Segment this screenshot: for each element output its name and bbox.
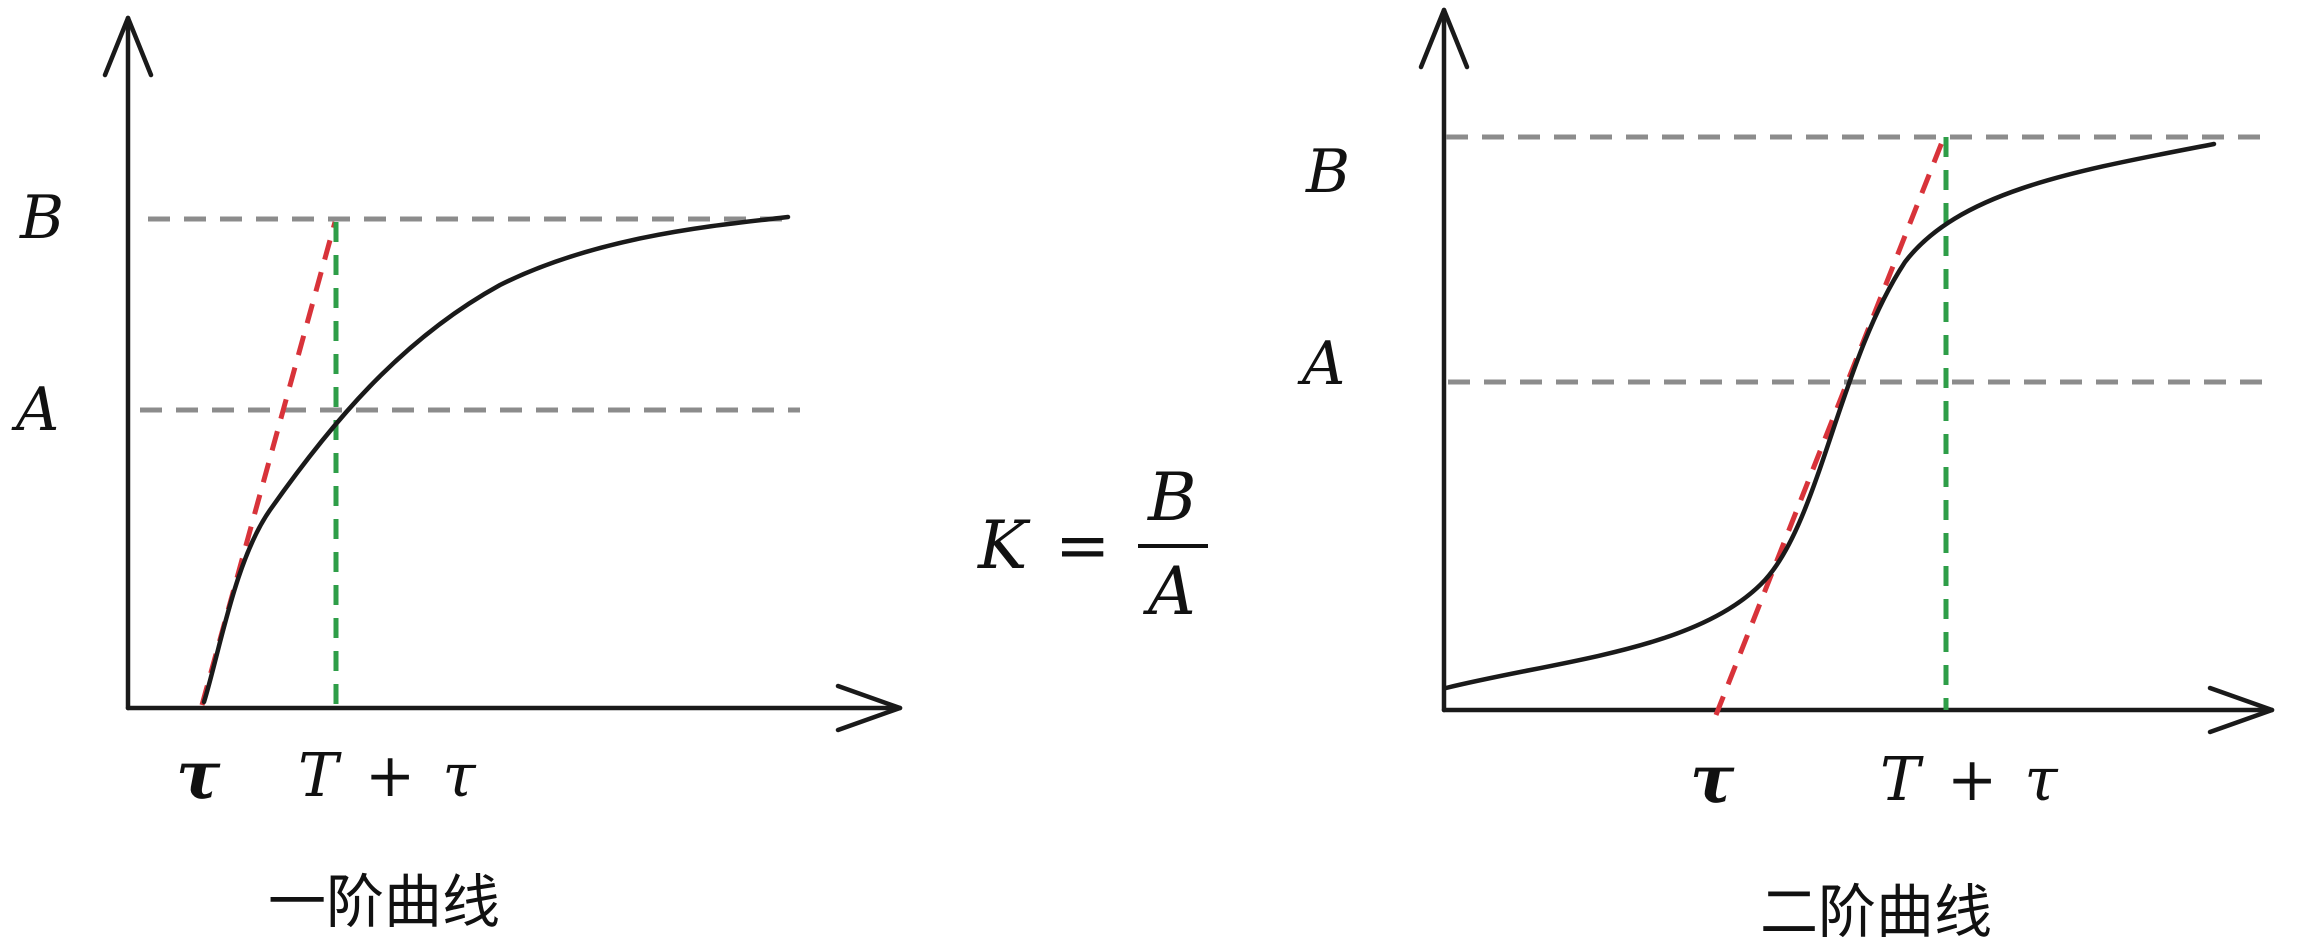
first-order-panel: B A τ T + τ 一阶曲线 [11,15,903,936]
right-tick-T-plus-tau: T + τ [1880,745,2058,815]
gain-formula: K = B A [977,459,1208,630]
formula-numerator-B: B [1147,459,1197,536]
right-tick-tau: τ [1690,740,1735,818]
formula-K: K [977,507,1031,584]
right-x-axis-arrow [2207,685,2275,735]
right-label-A: A [1297,329,1345,399]
right-y-axis-arrow [1418,7,1470,70]
right-tangent-line [1713,136,1947,716]
formula-denominator-A: A [1142,553,1196,630]
second-order-panel: B A τ T + τ 二阶曲线 [1297,7,2275,942]
right-label-B: B [1305,137,1350,207]
right-response-curve [1443,141,2217,691]
left-caption: 一阶曲线 [268,868,500,936]
formula-equals: = [1055,507,1110,584]
left-label-B: B [19,183,64,253]
left-x-axis-arrow [835,683,903,733]
left-tick-tau: τ [176,736,221,814]
left-label-A: A [11,375,59,445]
left-tick-T-plus-tau: T + τ [298,741,476,811]
left-response-curve [201,214,791,705]
left-y-axis-arrow [102,15,154,78]
right-caption: 二阶曲线 [1760,878,1992,942]
